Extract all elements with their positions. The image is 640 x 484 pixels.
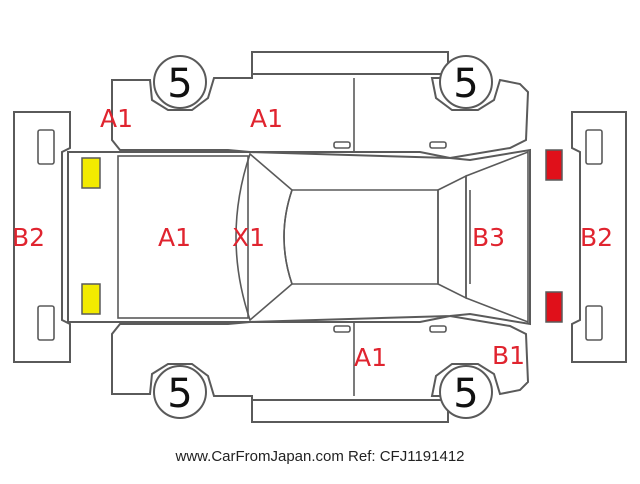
damage-code-hood: A1: [158, 223, 191, 252]
upper-side-panel: [111, 73, 530, 160]
tire-grade-text: 5: [453, 371, 478, 417]
tire-grade-text: 5: [167, 371, 192, 417]
front-bumper: [13, 111, 71, 363]
rear-bumper: [571, 111, 627, 363]
upper-roof-rail: [251, 51, 449, 75]
damage-code-windshield: X1: [232, 223, 265, 252]
taillight-right: [545, 291, 563, 323]
tire-rear-right: 5: [439, 365, 493, 419]
damage-code-rear-bumper: B2: [580, 223, 613, 252]
taillight-left: [545, 149, 563, 181]
damage-code-front-fender: A1: [100, 104, 133, 133]
damage-code-rear-quarter: B1: [492, 341, 525, 370]
body-top-view: [67, 148, 531, 326]
damage-code-front-bumper: B2: [12, 223, 45, 252]
tire-rear-left: 5: [439, 55, 493, 109]
headlight-left: [81, 157, 101, 189]
tire-grade-text: 5: [167, 61, 192, 107]
tire-grade-text: 5: [453, 61, 478, 107]
tire-front-left: 5: [153, 55, 207, 109]
lower-roof-rail: [251, 399, 449, 423]
tire-front-right: 5: [153, 365, 207, 419]
damage-code-front-door: A1: [250, 104, 283, 133]
headlight-right: [81, 283, 101, 315]
reference-footer: www.CarFromJapan.com Ref: CFJ1191412: [175, 448, 465, 465]
damage-code-rear-gate: B3: [472, 223, 505, 252]
damage-code-rear-door: A1: [354, 343, 387, 372]
lower-side-panel: [111, 314, 530, 401]
